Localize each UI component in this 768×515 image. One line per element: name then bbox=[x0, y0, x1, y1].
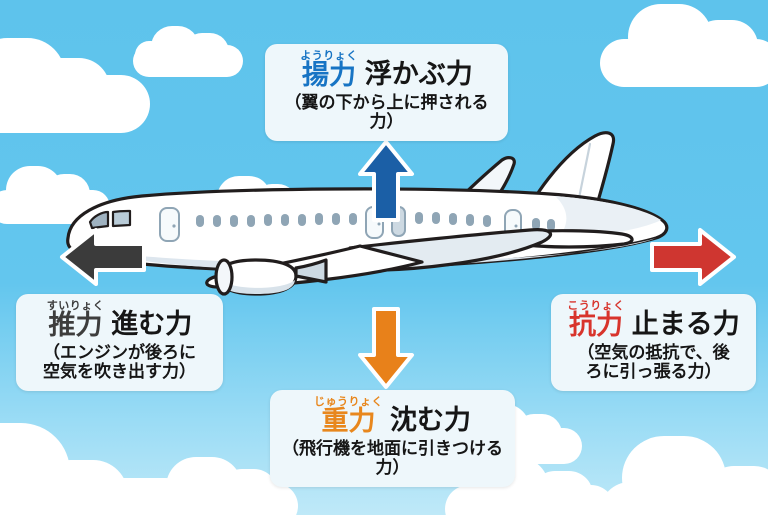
label-gravity[interactable]: じゅうりょく 重力 沈む力 （飛行機を地面に引きつける力） bbox=[270, 390, 515, 487]
label-gravity-meaning: 沈む力 bbox=[390, 405, 471, 436]
label-lift-description: （翼の下から上に押される力） bbox=[284, 93, 489, 133]
label-drag-mainline: こうりょく 抗力 止まる力 bbox=[561, 300, 746, 339]
label-lift-mainline: ようりょく 揚力 浮かぶ力 bbox=[275, 50, 498, 89]
label-thrust-meaning: 進む力 bbox=[111, 309, 193, 340]
passenger-airplane bbox=[50, 130, 690, 315]
label-thrust-mainline: すいりょく 推力 進む力 bbox=[26, 300, 213, 339]
label-gravity-kanji: 重力 bbox=[321, 406, 376, 437]
label-thrust-kanji: 推力 bbox=[48, 310, 103, 341]
drag-arrow bbox=[650, 228, 736, 286]
label-drag-furigana: こうりょく bbox=[567, 299, 625, 312]
label-gravity-description: （飛行機を地面に引きつける力） bbox=[282, 439, 503, 479]
label-drag[interactable]: こうりょく 抗力 止まる力 （空気の抵抗で、後 ろに引っ張る力） bbox=[551, 294, 756, 391]
label-thrust[interactable]: すいりょく 推力 進む力 （エンジンが後ろに 空気を吹き出す力） bbox=[16, 294, 223, 391]
label-drag-meaning: 止まる力 bbox=[631, 309, 740, 340]
thrust-arrow bbox=[60, 228, 146, 286]
lift-arrow bbox=[358, 140, 414, 222]
label-thrust-furigana: すいりょく bbox=[46, 299, 105, 312]
label-gravity-furigana: じゅうりょく bbox=[314, 395, 383, 408]
gravity-arrow bbox=[358, 307, 414, 389]
label-drag-description: （空気の抵抗で、後 ろに引っ張る力） bbox=[577, 343, 730, 383]
label-lift-meaning: 浮かぶ力 bbox=[364, 59, 473, 90]
label-drag-kanji: 抗力 bbox=[569, 310, 623, 341]
label-lift-kanji: 揚力 bbox=[302, 60, 356, 91]
label-thrust-description: （エンジンが後ろに 空気を吹き出す力） bbox=[43, 343, 196, 383]
label-lift-furigana: ようりょく bbox=[300, 49, 358, 62]
label-gravity-mainline: じゅうりょく 重力 沈む力 bbox=[280, 396, 505, 435]
label-lift[interactable]: ようりょく 揚力 浮かぶ力 （翼の下から上に押される力） bbox=[265, 44, 508, 141]
